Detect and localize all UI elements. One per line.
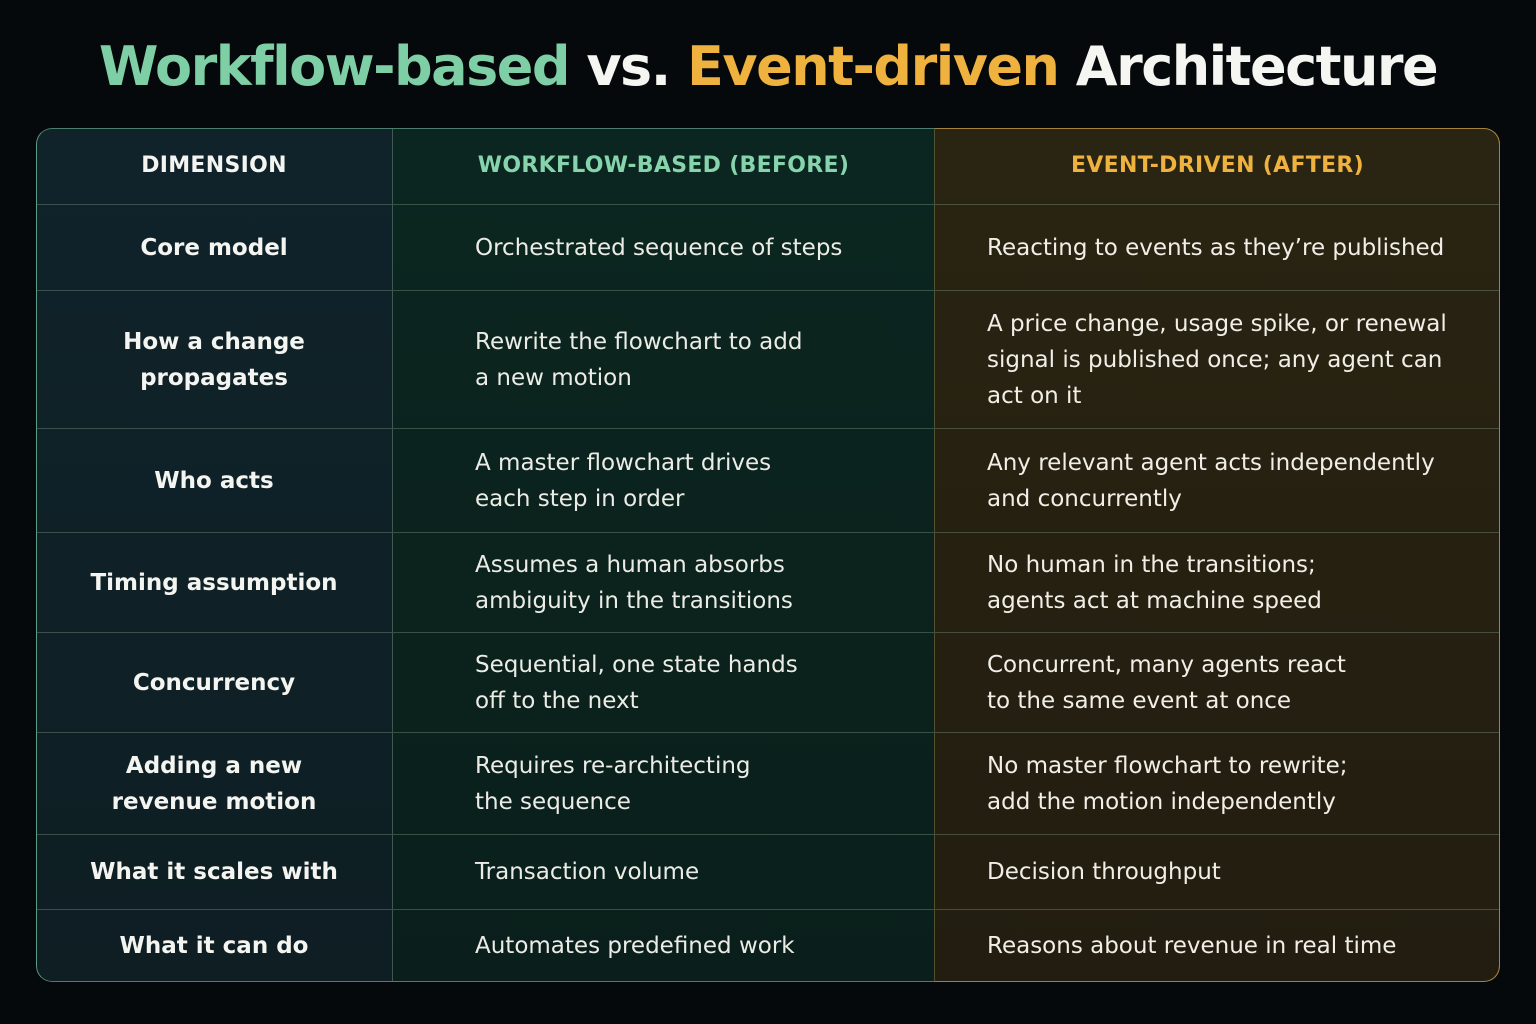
event-column-background bbox=[935, 128, 1500, 982]
row-workflow-change-propagation: Rewrite the flowchart to add a new motio… bbox=[393, 291, 935, 428]
row-workflow-timing: Assumes a human absorbs ambiguity in the… bbox=[393, 533, 935, 632]
table-row: What it scales with Transaction volume D… bbox=[36, 834, 1500, 909]
title-architecture: Architecture bbox=[1075, 35, 1439, 98]
header-workflow-based: WORKFLOW-BASED (BEFORE) bbox=[393, 128, 935, 204]
row-workflow-core-model: Orchestrated sequence of steps bbox=[393, 205, 935, 290]
row-event-what-it-can-do: Reasons about revenue in real time bbox=[987, 933, 1397, 959]
page-title: Workflow-based vs. Event-driven Architec… bbox=[0, 32, 1536, 102]
row-workflow-what-it-can-do: Automates predefined work bbox=[393, 910, 935, 982]
header-event-driven: EVENT-DRIVEN (AFTER) bbox=[1070, 153, 1365, 178]
row-dimension-timing: Timing assumption bbox=[36, 533, 393, 632]
comparison-table: DIMENSION WORKFLOW-BASED (BEFORE) EVENT-… bbox=[36, 128, 1500, 982]
row-event-scales-with: Decision throughput bbox=[987, 859, 1221, 885]
row-workflow-concurrency: Sequential, one state hands off to the n… bbox=[393, 633, 935, 732]
row-event-concurrency: Concurrent, many agents react to the sam… bbox=[987, 651, 1346, 714]
row-workflow-new-revenue-motion: Requires re-architecting the sequence bbox=[393, 733, 935, 834]
title-event-driven: Event-driven bbox=[687, 35, 1060, 98]
table-row: What it can do Automates predefined work… bbox=[36, 909, 1500, 982]
header-dimension: DIMENSION bbox=[36, 128, 393, 204]
title-workflow-based: Workflow-based bbox=[98, 35, 571, 98]
table-row: Concurrency Sequential, one state hands … bbox=[36, 632, 1500, 732]
row-event-new-revenue-motion: No master flowchart to rewrite; add the … bbox=[987, 752, 1348, 815]
table-header-row: DIMENSION WORKFLOW-BASED (BEFORE) EVENT-… bbox=[36, 128, 1500, 204]
row-dimension-who-acts: Who acts bbox=[36, 429, 393, 532]
table-row: Adding a new revenue motion Requires re-… bbox=[36, 732, 1500, 834]
dimension-column-background bbox=[36, 128, 393, 982]
row-dimension-what-it-can-do: What it can do bbox=[36, 910, 393, 982]
row-dimension-concurrency: Concurrency bbox=[36, 633, 393, 732]
row-dimension-scales-with: What it scales with bbox=[36, 835, 393, 909]
row-dimension-change-propagation: How a change propagates bbox=[36, 291, 393, 428]
table-row: Timing assumption Assumes a human absorb… bbox=[36, 532, 1500, 632]
row-event-timing: No human in the transitions; agents act … bbox=[987, 551, 1322, 614]
row-workflow-scales-with: Transaction volume bbox=[393, 835, 935, 909]
row-dimension-core-model: Core model bbox=[36, 205, 393, 290]
table-row: How a change propagates Rewrite the flow… bbox=[36, 290, 1500, 428]
row-dimension-new-revenue-motion: Adding a new revenue motion bbox=[36, 733, 393, 834]
title-vs: vs. bbox=[586, 35, 671, 98]
row-event-core-model: Reacting to events as they’re published bbox=[987, 234, 1445, 261]
workflow-column-background bbox=[393, 128, 935, 982]
row-event-change-propagation: A price change, usage spike, or renewal … bbox=[987, 310, 1447, 409]
row-event-who-acts: Any relevant agent acts independently an… bbox=[987, 449, 1435, 512]
table-row: Core model Orchestrated sequence of step… bbox=[36, 204, 1500, 290]
table-row: Who acts A master flowchart drives each … bbox=[36, 428, 1500, 532]
row-workflow-who-acts: A master flowchart drives each step in o… bbox=[393, 429, 935, 532]
